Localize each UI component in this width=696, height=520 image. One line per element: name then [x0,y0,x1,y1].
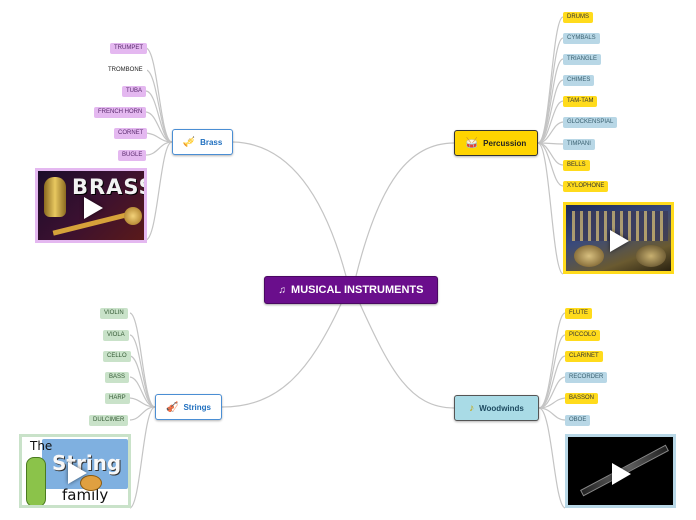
brass-video-thumbnail[interactable]: BRASS [35,168,147,243]
play-icon [68,462,87,484]
leaf-flute[interactable]: FLUTE [565,308,593,319]
strings-video-title-line-1: The [30,439,53,453]
leaf-bugle[interactable]: BUGLE [118,150,147,161]
leaf-xylophone[interactable]: XYLOPHONE [563,181,609,192]
trumpet-icon: 🎺 [182,136,196,148]
central-topic[interactable]: ♫ MUSICAL INSTRUMENTS [264,276,438,304]
leaf-piccolo[interactable]: PICCOLO [565,330,601,341]
branch-percussion[interactable]: 🥁 Percussion [454,130,538,156]
tuba-image [44,177,66,217]
leaf-trombone[interactable]: TROMBONE [104,65,147,76]
play-icon [612,463,631,485]
leaf-basson[interactable]: BASSON [565,393,599,404]
leaf-tam-tam[interactable]: TAM-TAM [563,96,598,107]
leaf-trumpet[interactable]: TRUMPET [110,43,147,54]
leaf-bells[interactable]: BELLS [563,160,590,171]
leaf-cymbals[interactable]: CYMBALS [563,33,600,44]
central-topic-label: MUSICAL INSTRUMENTS [291,284,424,296]
drum-icon: 🥁 [465,137,479,149]
leaf-bass[interactable]: BASS [105,372,130,383]
leaf-drums[interactable]: DRUMS [563,12,593,23]
leaf-viola[interactable]: VIOLA [103,330,129,341]
leaf-dulcimer[interactable]: DULCIMER [89,415,129,426]
brass-video-title: BRASS [72,175,147,199]
leaf-oboe[interactable]: OBOE [565,415,591,426]
drum-image [574,245,604,267]
music-notes-icon: ♫ [278,284,287,296]
leaf-tuba[interactable]: TUBA [122,86,147,97]
leaf-glockenspial[interactable]: GLOCKENSPIAL [563,117,618,128]
leaf-cello[interactable]: CELLO [103,351,131,362]
play-icon [610,230,629,252]
branch-woodwinds-label: Woodwinds [479,403,524,413]
leaf-harp[interactable]: HARP [105,393,130,404]
bells-image [636,245,666,267]
strings-video-title-line-3: family [62,486,109,504]
percussion-video-thumbnail[interactable] [563,202,674,274]
leaf-french-horn[interactable]: FRENCH HORN [94,107,147,118]
branch-strings-label: Strings [183,402,211,412]
branch-brass-label: Brass [200,137,223,147]
woodwinds-video-thumbnail[interactable] [565,434,676,508]
branch-strings[interactable]: 🎻 Strings [155,394,222,420]
leaf-chimes[interactable]: CHIMES [563,75,595,86]
clarinet-icon: ♪ [469,402,475,414]
leaf-clarinet[interactable]: CLARINET [565,351,603,362]
bell-image [124,207,142,225]
branch-brass[interactable]: 🎺 Brass [172,129,233,155]
branch-woodwinds[interactable]: ♪ Woodwinds [454,395,539,421]
leaf-timpani[interactable]: TIMPANI [563,139,595,150]
strings-video-thumbnail[interactable]: The String family [19,434,131,508]
violin-icon: 🎻 [165,401,179,413]
branch-percussion-label: Percussion [483,138,527,148]
leaf-triangle[interactable]: TRIANGLE [563,54,602,65]
leaf-recorder[interactable]: RECORDER [565,372,608,383]
play-icon [84,197,103,219]
leaf-violin[interactable]: VIOLIN [100,308,128,319]
leaf-cornet[interactable]: CORNET [114,128,148,139]
cartoon-character [26,457,46,505]
